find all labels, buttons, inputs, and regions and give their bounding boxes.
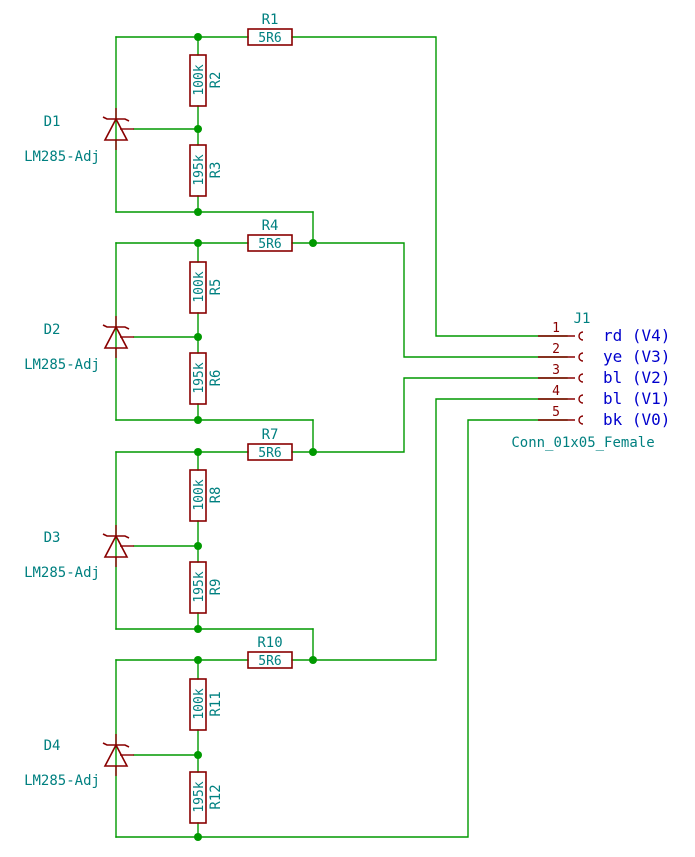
resistor-r3-ref: R3: [208, 162, 224, 179]
wire: [115, 419, 568, 838]
regulator-d4-symbol: [102, 734, 134, 776]
resistor-r5-value: 100k: [192, 271, 207, 302]
resistor-r7-value: 5R6: [258, 446, 281, 461]
stage-2: R4 5R6 100k R5 195k R6 D2 LM285-Adj: [24, 218, 568, 453]
resistor-r11-ref: R11: [208, 691, 224, 716]
resistor-r1-ref: R1: [262, 12, 279, 28]
resistor-r2-value: 100k: [192, 64, 207, 95]
resistor-r9-body: [189, 561, 207, 614]
resistor-r3-body: [189, 144, 207, 197]
junction-dot: [194, 333, 202, 341]
regulator-d1-value: LM285-Adj: [24, 149, 100, 165]
resistor-r7-body: [247, 443, 293, 461]
connector-pin-2: 2 ye (V3): [538, 342, 670, 366]
junction-dot: [309, 448, 317, 456]
regulator-d3-ref: D3: [44, 530, 61, 546]
regulator-d4-ref: D4: [44, 738, 61, 754]
regulator-d1-symbol: [102, 108, 134, 150]
connector-pin-label: bk (V0): [603, 410, 670, 429]
resistor-r6-ref: R6: [208, 370, 224, 387]
resistor-r8-ref: R8: [208, 487, 224, 504]
resistor-r9-value: 195k: [192, 571, 207, 602]
regulator-d3-symbol: [102, 525, 134, 567]
connector-pin-number: 1: [552, 321, 560, 336]
connector-pin-number: 5: [552, 405, 560, 420]
resistor-r10-ref: R10: [257, 635, 282, 651]
connector-j1-ref: J1: [574, 311, 591, 327]
junction-dot: [194, 542, 202, 550]
wire: [291, 377, 568, 453]
resistor-r2-body: [189, 54, 207, 107]
regulator-d2-symbol: [102, 316, 134, 358]
junction-dot: [194, 125, 202, 133]
resistor-r12-value: 195k: [192, 781, 207, 812]
resistor-r1-value: 5R6: [258, 31, 281, 46]
resistor-r1-body: [247, 28, 293, 46]
resistor-r4-value: 5R6: [258, 237, 281, 252]
resistor-r5-ref: R5: [208, 279, 224, 296]
connector-pin-1: 1 rd (V4): [538, 321, 670, 345]
regulator-d4-value: LM285-Adj: [24, 773, 100, 789]
resistor-r4-ref: R4: [262, 218, 279, 234]
connector-pin-3: 3 bl (V2): [538, 363, 670, 387]
wire: [291, 398, 568, 661]
stage-3: R7 5R6 100k R8 195k R9 D3 LM285-Adj: [24, 377, 568, 661]
resistor-r10-value: 5R6: [258, 654, 281, 669]
junction-dot: [194, 416, 202, 424]
resistor-r2-ref: R2: [208, 72, 224, 89]
regulator-d3-value: LM285-Adj: [24, 565, 100, 581]
connector-pin-4: 4 bl (V1): [538, 384, 670, 408]
resistor-r9-ref: R9: [208, 579, 224, 596]
resistor-r11-body: [189, 678, 207, 731]
junction-dot: [309, 239, 317, 247]
junction-dot: [194, 625, 202, 633]
junction-dot: [194, 833, 202, 841]
wire: [291, 36, 568, 337]
connector-pin-number: 3: [552, 363, 560, 378]
connector-pin-label: rd (V4): [603, 326, 670, 345]
junction-dot: [194, 33, 202, 41]
resistor-r6-value: 195k: [192, 362, 207, 393]
connector-j1: J1 1 rd (V4) 2 ye (V3) 3 bl (V2) 4 bl (V…: [511, 311, 670, 451]
regulator-d2-value: LM285-Adj: [24, 357, 100, 373]
junction-dot: [194, 448, 202, 456]
regulator-d1-ref: D1: [44, 114, 61, 130]
connector-pin-5: 5 bk (V0): [538, 405, 670, 429]
resistor-r12-body: [189, 771, 207, 824]
resistor-r11-value: 100k: [192, 688, 207, 719]
stage-4: R10 5R6 100k R11 195k R12 D4 LM285-Adj: [24, 398, 568, 841]
wire: [291, 242, 568, 358]
resistor-r5-body: [189, 261, 207, 314]
resistor-r8-value: 100k: [192, 479, 207, 510]
resistor-r7-ref: R7: [262, 427, 279, 443]
connector-j1-value: Conn_01x05_Female: [511, 435, 654, 451]
resistor-r4-body: [247, 234, 293, 252]
resistor-r8-body: [189, 469, 207, 522]
connector-pin-label: ye (V3): [603, 347, 670, 366]
connector-pin-label: bl (V2): [603, 368, 670, 387]
connector-pin-number: 2: [552, 342, 560, 357]
junction-dot: [194, 208, 202, 216]
connector-pin-label: bl (V1): [603, 389, 670, 408]
regulator-d2-ref: D2: [44, 322, 61, 338]
connector-pin-number: 4: [552, 384, 560, 399]
junction-dot: [194, 239, 202, 247]
resistor-r6-body: [189, 352, 207, 405]
resistor-r12-ref: R12: [208, 784, 224, 809]
junction-dot: [194, 751, 202, 759]
junction-dot: [194, 656, 202, 664]
resistor-r3-value: 195k: [192, 154, 207, 185]
junction-dot: [309, 656, 317, 664]
resistor-r10-body: [247, 651, 293, 669]
stage-1: R1 5R6 100k R2 195k R3 D1 LM285-Adj: [24, 12, 568, 337]
